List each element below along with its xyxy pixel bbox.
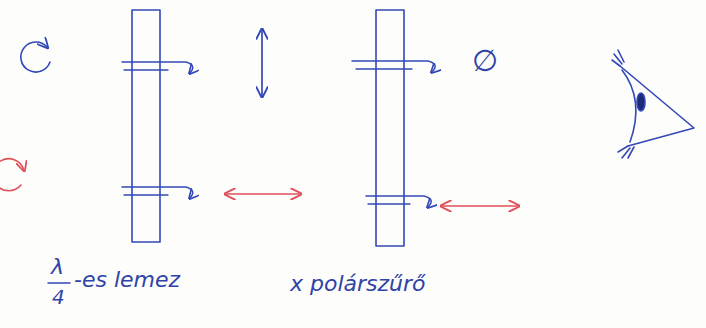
polariser-caption: x polárszűrő [290, 272, 426, 296]
beam-arrow [356, 68, 412, 69]
beam-arrow [352, 61, 435, 72]
beam-arrow [124, 69, 168, 70]
beam-arrow [368, 203, 410, 204]
fraction-numerator: λ [51, 255, 64, 279]
empty-symbol: ∅ [472, 44, 498, 77]
left-circular-arrow [21, 42, 50, 72]
beam-arrow [122, 62, 193, 73]
horizontal-polarisation-arrow [226, 193, 300, 195]
eye-drawing [612, 50, 694, 158]
beam-arrow [122, 187, 193, 198]
plate-caption: -es lemez [74, 268, 180, 292]
polariser-plate [376, 10, 404, 246]
fraction-bar [48, 282, 70, 284]
fraction-denominator: 4 [52, 286, 65, 308]
beam-arrow [366, 196, 431, 207]
vertical-polarisation-arrow [261, 30, 263, 96]
beam-arrow [124, 194, 168, 195]
right-circular-arrow [0, 159, 24, 191]
quarter-wave-plate [132, 10, 160, 242]
horizontal-polarisation-arrow [442, 205, 518, 207]
